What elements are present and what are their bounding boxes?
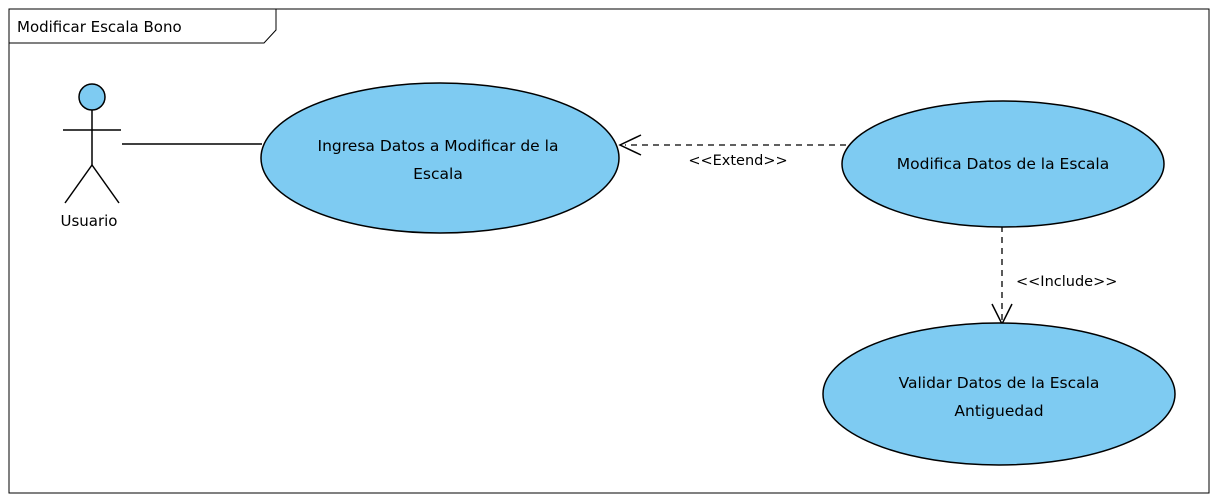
use-case-validar-datos[interactable]: Validar Datos de la Escala Antiguedad [822,322,1176,466]
use-case-ellipse [841,100,1165,228]
use-case-label-line-1: Validar Datos de la Escala [899,374,1100,392]
extend-label: <<Extend>> [688,153,787,169]
actor-head [78,83,106,111]
use-case-modifica-datos[interactable]: Modifica Datos de la Escala [841,100,1165,228]
extend-arrowhead [618,134,642,156]
frame-title-tab [8,8,277,44]
use-case-label-line-1: Ingresa Datos a Modificar de la [318,137,559,155]
use-case-ellipse [260,82,620,234]
frame-title: Modificar Escala Bono [17,18,182,36]
use-case-label: Modifica Datos de la Escala [897,155,1109,173]
use-case-label-line-2: Escala [413,165,463,183]
actor-usuario[interactable]: Usuario [60,83,121,230]
use-case-label-line-2: Antiguedad [954,402,1043,420]
actor-left-leg [64,164,93,204]
include-label: <<Include>> [1016,274,1117,290]
actor-right-leg [91,164,120,204]
use-case-ingresa-datos[interactable]: Ingresa Datos a Modificar de la Escala [260,82,620,234]
actor-name: Usuario [60,212,117,230]
use-case-ellipse [822,322,1176,466]
